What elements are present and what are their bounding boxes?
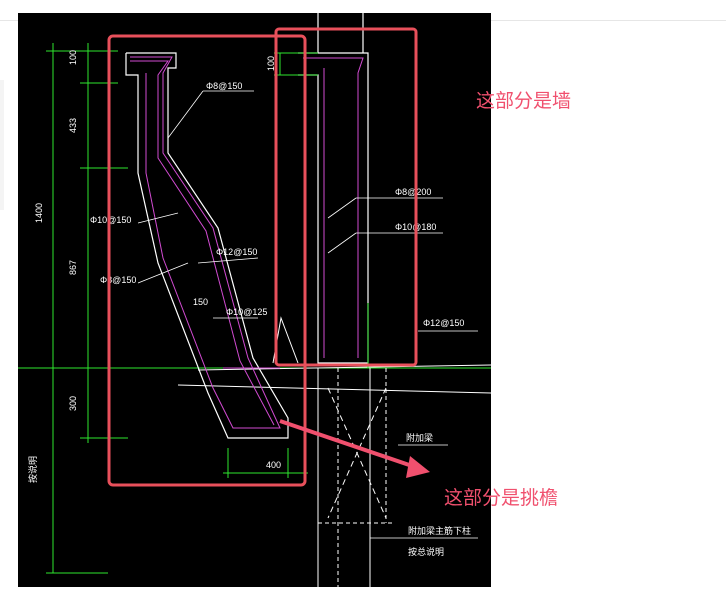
dim-left-433: 433	[68, 118, 78, 133]
dim-bottom-400: 400	[266, 460, 281, 470]
label-wall-3: Φ12@150	[423, 318, 464, 328]
eave-highlight-box	[107, 34, 307, 487]
dim-left-100: 100	[68, 50, 78, 65]
dim-left-867: 867	[68, 260, 78, 275]
column-below	[317, 368, 393, 587]
label-left-bottom: Φ10@125	[226, 307, 267, 317]
note-2: 附加梁主筋下柱	[408, 525, 471, 536]
label-left-mid2: Φ8@150	[100, 275, 136, 285]
dim-left-300: 300	[68, 396, 78, 411]
bottom-dimension	[223, 448, 308, 478]
label-left-mid1: Φ10@150	[90, 215, 131, 225]
label-left-slab: Φ12@150	[216, 247, 257, 257]
label-wall-1: Φ8@200	[395, 187, 431, 197]
eave-arrow-head	[406, 456, 430, 478]
wall-dimension	[274, 52, 369, 368]
eave-outline	[125, 52, 289, 439]
dim-wall-100: 100	[266, 56, 276, 71]
page-edge	[0, 80, 4, 210]
wall-rebar	[303, 57, 364, 358]
wall-leaders	[327, 197, 478, 332]
slab-top-line	[197, 364, 491, 371]
wall-annotation: 这部分是墙	[476, 90, 572, 112]
drawing-background	[18, 13, 491, 587]
cad-drawing: 100 433 1400 867 300 按说明 Φ8@150 Φ10@150 …	[18, 13, 491, 587]
side-note: 按说明	[27, 456, 38, 483]
wall-highlight-box	[274, 27, 418, 367]
eave-annotation: 这部分是挑檐	[444, 487, 559, 509]
note-1: 附加梁	[406, 432, 433, 443]
label-left-top: Φ8@150	[206, 81, 242, 91]
slab-bottom-line	[177, 384, 491, 394]
dim-slab-150: 150	[193, 297, 208, 307]
eave-leaders	[137, 90, 259, 319]
note-3: 按总说明	[408, 546, 444, 557]
eave-rebar	[130, 56, 281, 429]
dim-left-1400: 1400	[34, 203, 44, 223]
eave-arrow-shaft	[279, 419, 419, 470]
